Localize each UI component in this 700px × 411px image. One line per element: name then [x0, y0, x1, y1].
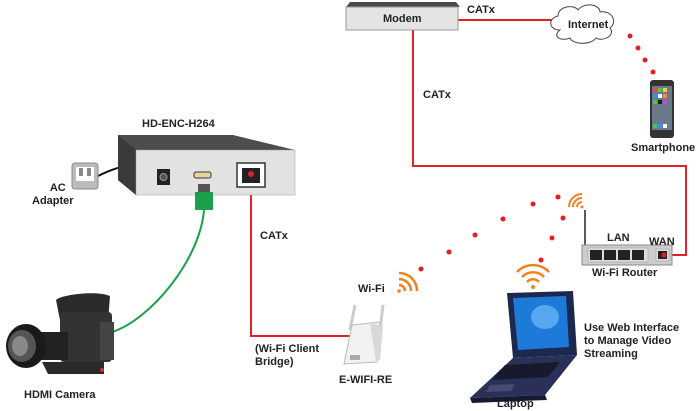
- modem-device: [345, 2, 460, 31]
- extender-label: E-WIFI-RE: [339, 374, 393, 386]
- wireless-link-extender-router: [418, 194, 561, 272]
- internet-cloud-icon: [550, 4, 615, 44]
- wireless-link-laptop-router: [538, 215, 566, 263]
- web-interface-note-line1: Use Web Interface: [584, 322, 680, 334]
- catx-modem-router-cable: [412, 30, 687, 256]
- hdmi-plug: [195, 184, 213, 210]
- laptop-device: [470, 291, 577, 403]
- wifi-signal-icon-router: [568, 193, 584, 209]
- web-interface-note-line3: Streaming: [584, 348, 638, 360]
- camera-label: HDMI Camera: [24, 389, 96, 401]
- router-label: Wi-Fi Router: [592, 267, 658, 279]
- router-device: [581, 210, 673, 266]
- catx-modem-internet-label: CATx: [467, 4, 495, 16]
- ac-adapter-label-line2: Adapter: [32, 195, 74, 207]
- internet-label: Internet: [568, 19, 609, 31]
- hdmi-cable: [111, 209, 205, 333]
- wifi-signal-icon-extender: [397, 271, 419, 293]
- bridge-label-line1: (Wi-Fi Client: [255, 343, 320, 355]
- bridge-label-line2: Bridge): [255, 356, 294, 368]
- ac-adapter-label: AC Adapter: [32, 182, 74, 208]
- wan-label: WAN: [649, 236, 675, 248]
- web-interface-note: Use Web Interface to Manage Video Stream…: [584, 322, 679, 361]
- catx-modem-router-label: CATx: [423, 89, 451, 101]
- bridge-label: (Wi-Fi Client Bridge): [255, 343, 319, 369]
- smartphone-device: [650, 80, 674, 138]
- ac-adapter-icon: [71, 162, 99, 190]
- encoder-device: [118, 135, 296, 196]
- catx-encoder-bridge-cable: [250, 173, 350, 337]
- smartphone-label: Smartphone: [631, 142, 696, 154]
- ac-adapter-label-line1: AC: [49, 182, 66, 194]
- hdmi-camera-device: [6, 293, 114, 374]
- wifi-label: Wi-Fi: [358, 283, 385, 295]
- encoder-label: HD-ENC-H264: [142, 118, 215, 130]
- lan-label: LAN: [607, 232, 630, 244]
- wifi-extender-device: [343, 304, 385, 365]
- wireless-link-internet-smartphone: [627, 33, 656, 75]
- wifi-signal-icon-laptop: [516, 263, 550, 289]
- modem-label: Modem: [383, 13, 422, 25]
- catx-encoder-bridge-label: CATx: [260, 230, 288, 242]
- laptop-label: Laptop: [497, 398, 534, 410]
- web-interface-note-line2: to Manage Video: [584, 335, 672, 347]
